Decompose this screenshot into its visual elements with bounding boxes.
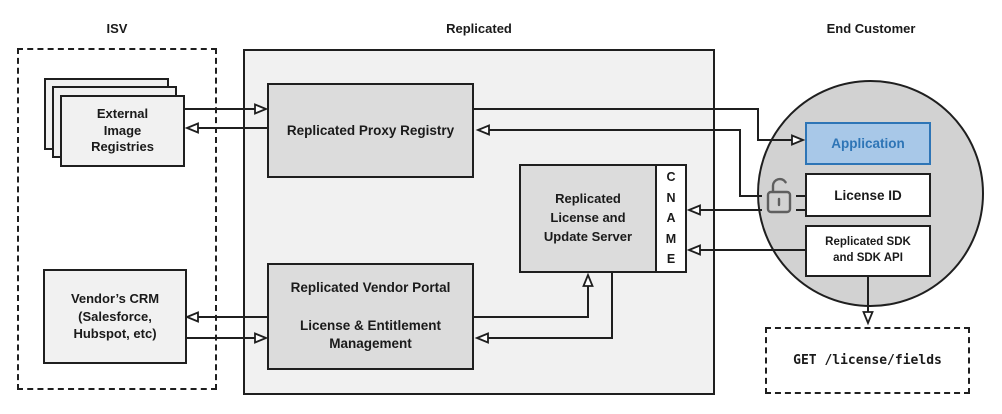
- arrowhead-into-portal-right: [474, 332, 489, 344]
- vendors-crm-box: Vendor’s CRM (Salesforce, Hubspot, etc): [43, 269, 187, 364]
- arrowhead-into-crm: [184, 311, 199, 323]
- replicated-proxy-registry-box: Replicated Proxy Registry: [267, 83, 474, 178]
- isv-boundary: [17, 48, 217, 390]
- arrowhead-into-getbox: [862, 311, 874, 326]
- edge-server-to-portal: [487, 273, 613, 339]
- license-id-box: License ID: [805, 173, 931, 217]
- arrowhead-into-portal-left: [254, 332, 269, 344]
- edge-proxy-to-application: [474, 108, 793, 141]
- arrowhead-into-application: [791, 134, 806, 146]
- replicated-vendor-portal-box: Replicated Vendor Portal License & Entit…: [267, 263, 474, 370]
- section-label-isv: ISV: [106, 21, 128, 36]
- application-box: Application: [805, 122, 931, 165]
- cname-box: C N A M E: [655, 164, 687, 273]
- arrowhead-into-proxy-right: [475, 124, 490, 136]
- get-license-fields-box: GET /license/fields: [765, 327, 970, 394]
- section-label-end-customer: End Customer: [826, 21, 916, 36]
- replicated-license-update-server-box: Replicated License and Update Server: [519, 164, 657, 273]
- arrowhead-into-proxy-left: [254, 103, 269, 115]
- replicated-sdk-box: Replicated SDK and SDK API: [805, 225, 931, 277]
- arrowhead-into-server: [582, 272, 594, 287]
- section-label-replicated: Replicated: [446, 21, 512, 36]
- edge-portal-to-server: [474, 285, 589, 318]
- arrowhead-into-registries: [184, 122, 199, 134]
- arrowhead-into-cname-top: [686, 204, 701, 216]
- external-image-registries-box: External Image Registries: [60, 95, 185, 167]
- arrowhead-into-cname-bottom: [686, 244, 701, 256]
- get-endpoint-label: GET /license/fields: [793, 353, 942, 368]
- unlock-icon: [762, 177, 796, 219]
